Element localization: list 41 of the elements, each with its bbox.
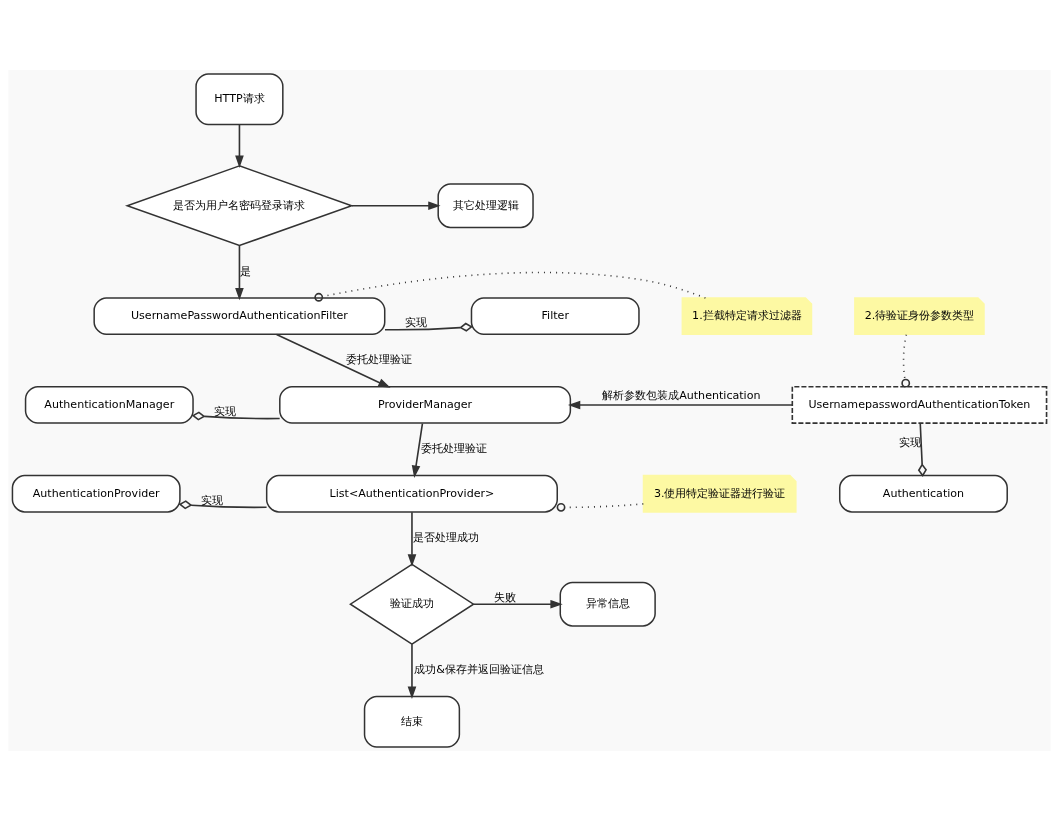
arrow <box>472 599 563 608</box>
arrow <box>275 333 391 388</box>
edge-label: 实现 <box>200 493 223 507</box>
arrow <box>407 643 417 699</box>
node-box: Filter <box>470 296 640 335</box>
arrow <box>567 400 794 409</box>
arrow <box>411 422 424 478</box>
connector <box>917 422 927 477</box>
node-box: HTTP请求 <box>195 72 284 125</box>
edge-label: 实现 <box>214 404 237 418</box>
edge-label: 委托处理验证 <box>345 352 412 366</box>
connector <box>901 333 911 388</box>
node-box: Authentication <box>838 474 1008 513</box>
node-diamond: 验证成功 <box>349 562 475 645</box>
edge-label: 失败 <box>493 590 516 604</box>
arrow <box>351 200 441 210</box>
node-box: UsernamepasswordAuthenticationToken <box>791 385 1048 424</box>
connector <box>178 499 268 509</box>
edge-label: 成功&保存并返回验证信息 <box>414 662 544 676</box>
arrow <box>407 510 417 567</box>
node-box: UsernamePasswordAuthenticationFilter <box>93 296 386 335</box>
edge-label: 委托处理验证 <box>421 441 488 455</box>
node-box: List<AuthenticationProvider> <box>265 474 558 513</box>
connector <box>314 271 707 302</box>
connector <box>191 410 281 421</box>
node-box: 其它处理逻辑 <box>437 182 534 228</box>
edge-label: 实现 <box>898 435 921 449</box>
node-box: AuthenticationManager <box>24 385 194 424</box>
node-box: 异常信息 <box>559 581 656 627</box>
node-box: 结束 <box>363 695 461 748</box>
connector <box>556 502 645 512</box>
edge-label: 是否处理成功 <box>413 530 480 544</box>
edge-label: 实现 <box>405 315 428 329</box>
node-diamond: 是否为用户名密码登录请求 <box>125 164 354 246</box>
arrow <box>235 244 244 300</box>
arrow <box>235 123 244 168</box>
node-box: ProviderManager <box>279 385 572 424</box>
connector <box>384 322 473 332</box>
edge-label: 解析参数包装成Authentication <box>602 388 761 402</box>
edge-label: 是 <box>240 264 251 278</box>
node-box: AuthenticationProvider <box>11 474 181 513</box>
